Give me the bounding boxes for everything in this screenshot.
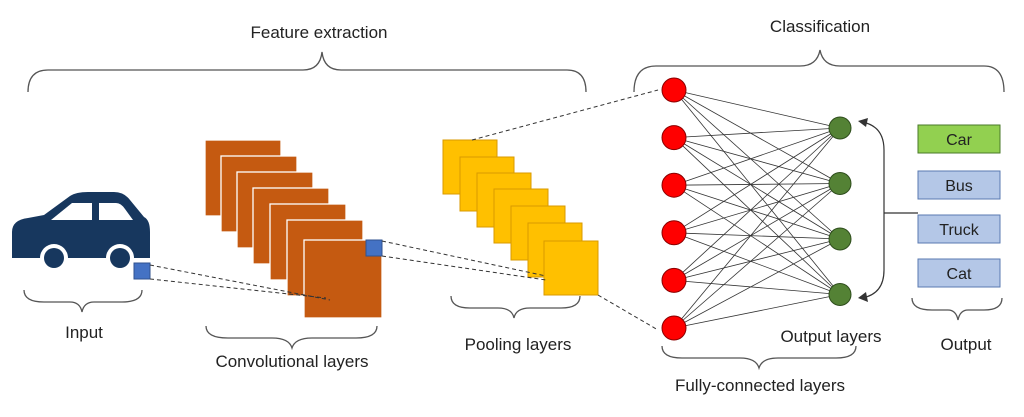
convolutional-brace (205, 325, 378, 351)
input-neuron (661, 220, 687, 246)
classification-title: Classification (770, 17, 870, 36)
convolutional-layers-label: Convolutional layers (215, 352, 368, 371)
conv-patch (365, 239, 383, 257)
input-patch (133, 262, 151, 280)
output-class-truck: Truck (917, 214, 1001, 244)
input-neuron (661, 77, 687, 103)
feature-extraction-title: Feature extraction (250, 23, 387, 42)
output-class-cat: Cat (917, 258, 1001, 288)
fully-connected-brace (661, 345, 857, 371)
output-layers-label: Output layers (780, 327, 881, 346)
fully-connected-layers-label: Fully-connected layers (675, 376, 845, 395)
fc-edge (673, 184, 841, 240)
pool-layer-front (543, 240, 599, 296)
fc-edge (673, 294, 841, 329)
output-box (917, 214, 1001, 244)
fc-edge (673, 280, 841, 295)
car-icon (12, 192, 150, 272)
output-brace (911, 297, 1003, 321)
dashed-connectors (149, 89, 659, 331)
convolutional-layer-stack (204, 139, 383, 319)
fc-edge (673, 89, 841, 184)
fc-edge (673, 89, 841, 240)
output-class-list: Car Bus Truck Cat (917, 124, 1001, 288)
fc-edge (673, 137, 841, 295)
fc-edge (673, 238, 841, 329)
fc-edge (673, 232, 841, 240)
output-class-car: Car (917, 124, 1001, 154)
fc-edge (673, 89, 841, 295)
pooling-brace (450, 295, 581, 319)
input-neuron (661, 267, 687, 293)
fc-edge (673, 127, 841, 138)
fc-edge (673, 127, 841, 329)
fc-edge (673, 137, 841, 184)
classification-brace (633, 49, 1005, 93)
input-label: Input (65, 323, 103, 342)
output-label: Bus (945, 178, 973, 195)
input-neuron (661, 125, 687, 151)
output-box (917, 124, 1001, 154)
fc-edge (673, 184, 841, 295)
fc-edge (673, 183, 841, 186)
pooling-layer-stack (442, 139, 599, 296)
output-neuron (828, 172, 852, 195)
fc-edge (673, 127, 841, 234)
output-label: Truck (939, 222, 979, 239)
fc-edge (673, 238, 841, 281)
fc-nodes (661, 77, 852, 341)
fc-edge (673, 137, 841, 240)
pooling-layers-label: Pooling layers (465, 335, 572, 354)
fc-edges (673, 89, 841, 329)
fc-edge (673, 89, 841, 129)
input-brace (23, 289, 143, 313)
feature-extraction-brace (27, 51, 587, 93)
input-neuron (661, 315, 687, 341)
fc-edge (673, 183, 841, 234)
connector (149, 278, 327, 299)
connector (597, 294, 659, 331)
output-label: Cat (947, 266, 972, 283)
output-neuron (828, 227, 852, 251)
output-label-title: Output (940, 335, 991, 354)
connector (471, 89, 659, 141)
fc-edge (673, 232, 841, 295)
fc-edge (673, 127, 841, 281)
fc-edge (673, 127, 841, 186)
fc-edge (673, 183, 841, 281)
output-class-bus: Bus (917, 170, 1001, 200)
braces (23, 49, 1005, 371)
output-neuron (828, 116, 852, 140)
fc-edge (673, 183, 841, 329)
input-neuron (661, 172, 687, 198)
output-box (917, 258, 1001, 288)
output-feedback-arrow (858, 118, 918, 302)
output-label: Car (946, 132, 972, 149)
connector (149, 264, 331, 301)
output-neuron (828, 283, 852, 306)
output-box (917, 170, 1001, 200)
